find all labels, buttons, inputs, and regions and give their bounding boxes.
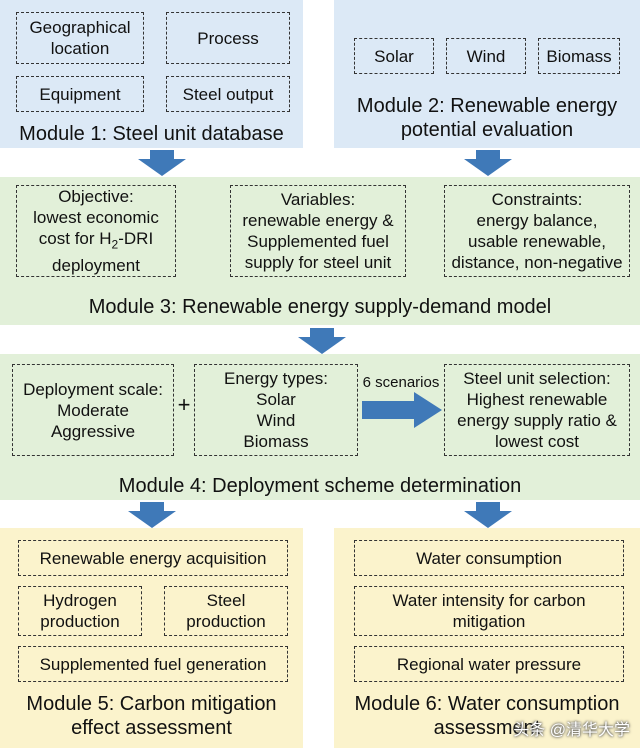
module-2-panel: Solar Wind Biomass Module 2: Renewable e… bbox=[334, 0, 640, 148]
steel-unit-selection-box: Steel unit selection: Highest renewable … bbox=[444, 364, 630, 456]
module-2-title: Module 2: Renewable energy potential eva… bbox=[356, 95, 618, 141]
geographical-location-box: Geographical location bbox=[16, 12, 144, 64]
wind-box: Wind bbox=[446, 38, 526, 74]
arrow-m2-to-m3 bbox=[464, 150, 512, 176]
module-1-title: Module 1: Steel unit database bbox=[19, 123, 284, 145]
variables-box: Variables: renewable energy & Supplement… bbox=[230, 185, 406, 277]
module-3-title: Module 3: Renewable energy supply-demand… bbox=[88, 296, 552, 318]
renewable-acquisition-box: Renewable energy acquisition bbox=[18, 540, 288, 576]
hydrogen-production-box: Hydrogen production bbox=[18, 586, 142, 636]
module-3-panel: Objective: lowest economic cost for H2-D… bbox=[0, 177, 640, 325]
watermark: 头条 @清华大学 bbox=[513, 722, 630, 739]
module-4-panel: Deployment scale: Moderate Aggressive + … bbox=[0, 354, 640, 500]
water-consumption-box: Water consumption bbox=[354, 540, 624, 576]
scenarios-arrow bbox=[362, 392, 442, 428]
module-6-panel: Water consumption Water intensity for ca… bbox=[334, 528, 640, 748]
regional-water-pressure-box: Regional water pressure bbox=[354, 646, 624, 682]
equipment-box: Equipment bbox=[16, 76, 144, 112]
module-5-title: Module 5: Carbon mitigation effect asses… bbox=[26, 693, 277, 739]
objective-box: Objective: lowest economic cost for H2-D… bbox=[16, 185, 176, 277]
module-5-panel: Renewable energy acquisition Hydrogen pr… bbox=[0, 528, 303, 748]
arrow-m1-to-m3 bbox=[138, 150, 186, 176]
module-1-panel: Geographical location Process Equipment … bbox=[0, 0, 303, 148]
deployment-scale-box: Deployment scale: Moderate Aggressive bbox=[12, 364, 174, 456]
plus-sign: + bbox=[177, 392, 191, 417]
process-box: Process bbox=[166, 12, 290, 64]
steel-output-box: Steel output bbox=[166, 76, 290, 112]
objective-text: Objective: lowest economic cost for H2-D… bbox=[33, 186, 159, 276]
arrow-m4-to-m6 bbox=[464, 502, 512, 528]
arrow-m3-to-m4 bbox=[298, 328, 346, 354]
arrow-m4-to-m5 bbox=[128, 502, 176, 528]
energy-types-box: Energy types: Solar Wind Biomass bbox=[194, 364, 358, 456]
module-4-title: Module 4: Deployment scheme determinatio… bbox=[118, 475, 522, 497]
constraints-box: Constraints: energy balance, usable rene… bbox=[444, 185, 630, 277]
module-6-title: Module 6: Water consumption assessment bbox=[354, 693, 620, 739]
steel-production-box: Steel production bbox=[164, 586, 288, 636]
water-intensity-box: Water intensity for carbon mitigation bbox=[354, 586, 624, 636]
biomass-box: Biomass bbox=[538, 38, 620, 74]
solar-box: Solar bbox=[354, 38, 434, 74]
scenarios-label: 6 scenarios bbox=[362, 374, 440, 391]
supplemented-fuel-box: Supplemented fuel generation bbox=[18, 646, 288, 682]
